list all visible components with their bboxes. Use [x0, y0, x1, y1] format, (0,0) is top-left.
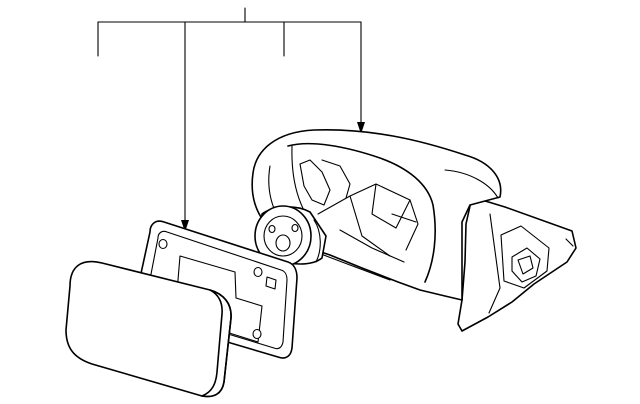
actuator-collar: [313, 219, 321, 263]
actuator-hole-1: [268, 224, 276, 234]
inner-slot: [391, 213, 417, 223]
inner-cable: [339, 229, 405, 263]
actuator-hub: [275, 234, 291, 252]
base-tab: [565, 238, 574, 247]
housing-rim: [287, 142, 436, 283]
plate-hole-1: [158, 238, 168, 250]
actuator-hole-2: [291, 223, 299, 233]
inner-rib-2: [321, 159, 351, 199]
base-edge: [488, 213, 501, 314]
inner-bracket-face: [371, 183, 411, 229]
mirror-glass-edge: [201, 289, 232, 398]
base-pad: [500, 225, 550, 289]
callout-bracket: [97, 7, 365, 232]
base-bolt: [511, 247, 541, 283]
base-bolt-center: [517, 255, 534, 275]
plate-hole-3: [252, 328, 262, 340]
inner-bracket-arm: [349, 195, 391, 257]
actuator-ring: [263, 215, 303, 257]
inner-rib-1: [299, 159, 331, 206]
plate-hole-2: [253, 266, 263, 278]
inner-bracket: [317, 183, 419, 251]
mirror-glass-icon: [65, 260, 232, 398]
mounting-base: [457, 196, 577, 332]
arrowhead-backing-plate: [181, 220, 189, 232]
arrowhead-housing: [357, 122, 365, 134]
plate-square-tab: [265, 276, 277, 290]
housing-top-edge: [444, 169, 499, 199]
mirror-actuator-icon: [254, 205, 327, 267]
